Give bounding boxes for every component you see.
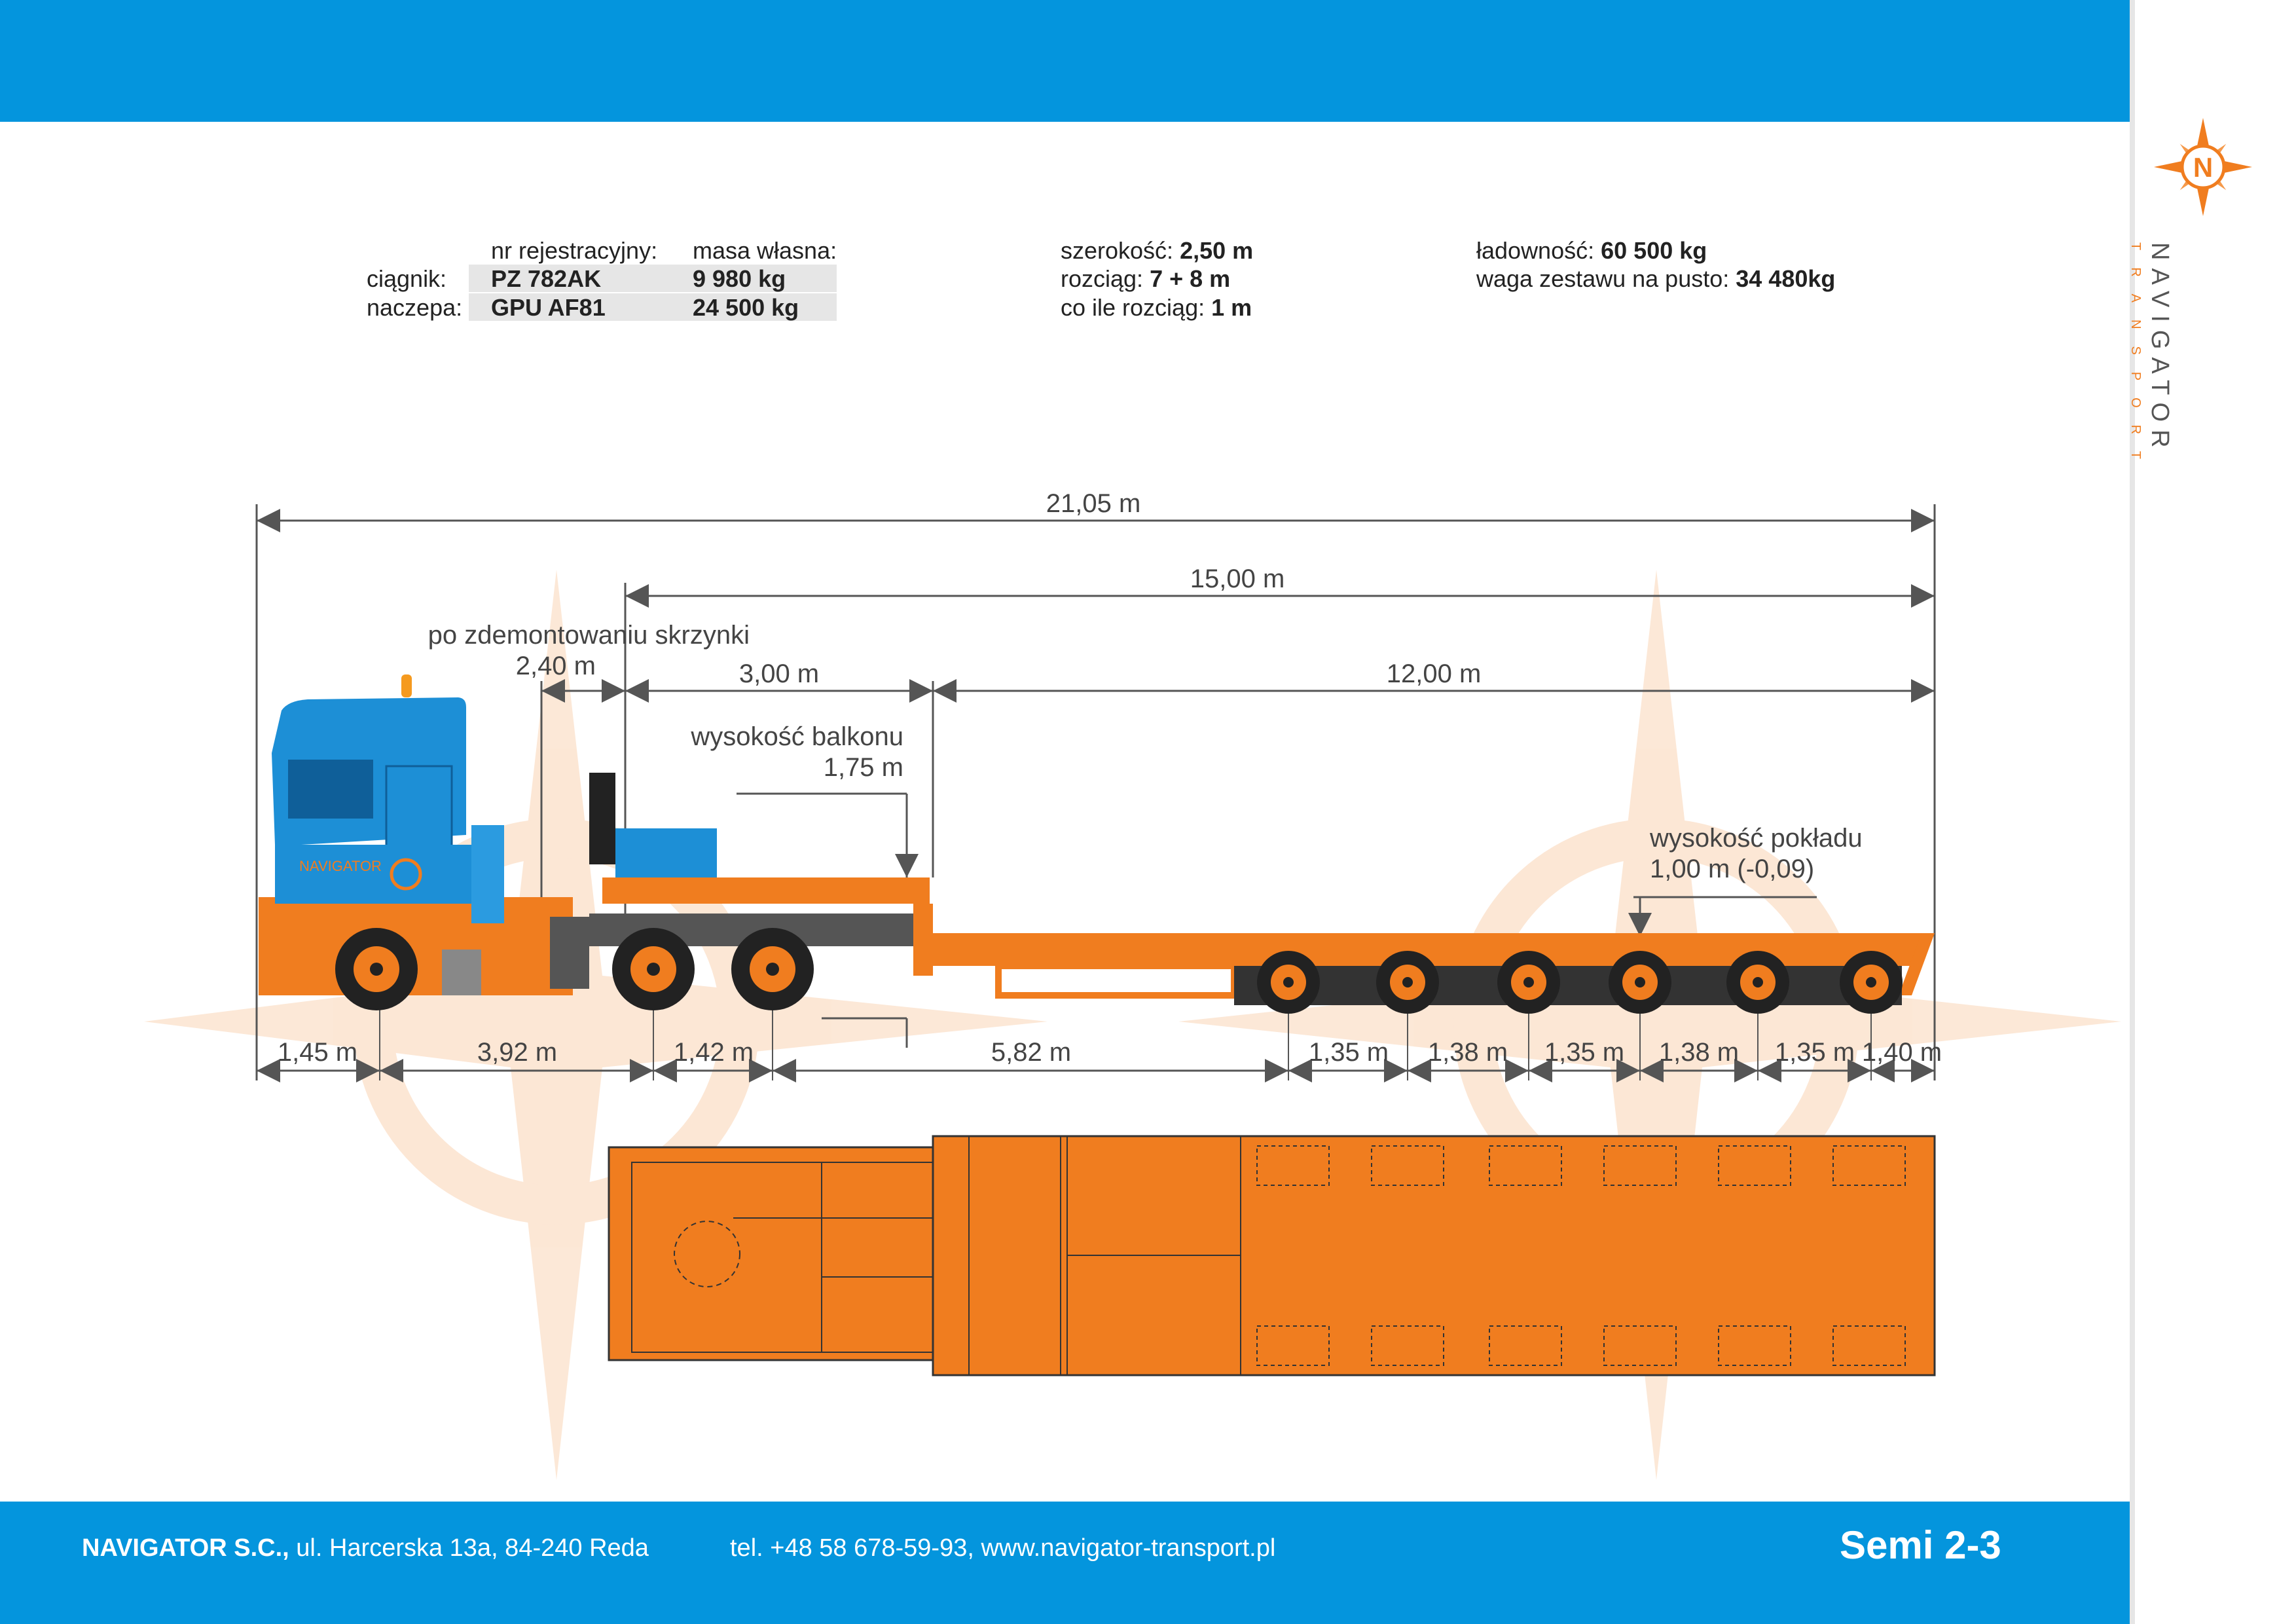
wheel <box>1840 951 1903 1014</box>
vehicle-diagram: 21,05 m 15,00 m po zdemontowaniu skrzynk… <box>144 489 2121 1480</box>
wheel <box>1376 951 1439 1014</box>
wheel <box>1497 951 1560 1014</box>
svg-text:N: N <box>2193 152 2213 183</box>
dim-total: 21,05 m <box>1046 489 1141 518</box>
dim-bottom-10: 1,40 m <box>1862 1038 1942 1067</box>
wheel <box>1257 951 1320 1014</box>
dim-bottom-7: 1,35 m <box>1544 1038 1624 1067</box>
tractor-label: ciągnik: <box>367 265 447 292</box>
balcony-label: wysokość balkonu <box>690 722 903 751</box>
wheel <box>335 928 418 1010</box>
extension-value: 7 + 8 m <box>1150 265 1231 292</box>
deck-height-value: 1,00 m (-0,09) <box>1650 855 1814 883</box>
trailer-gooseneck <box>589 773 933 976</box>
footer-contact: tel. +48 58 678-59-93, www.navigator-tra… <box>730 1534 1276 1562</box>
wheels <box>335 928 1903 1014</box>
compass-logo-icon: N <box>2154 118 2252 216</box>
footer-street: ul. Harcerska 13a, 84-240 Reda <box>296 1534 649 1562</box>
footer-company: NAVIGATOR S.C., <box>82 1534 289 1562</box>
header-bar <box>0 0 2130 122</box>
dim-bottom-6: 1,38 m <box>1428 1038 1508 1067</box>
dim-box: 2,40 m <box>516 652 596 680</box>
payload-value: 60 500 kg <box>1601 237 1707 264</box>
dim-bottom-9: 1,35 m <box>1775 1038 1855 1067</box>
dim-bottom-5: 1,35 m <box>1309 1038 1389 1067</box>
trailer-label: naczepa: <box>367 294 463 321</box>
watermark-left <box>144 570 1048 1480</box>
mass-header: masa własna: <box>693 237 837 264</box>
width-spec: szerokość: 2,50 m <box>1061 237 1253 265</box>
dim-bottom-3: 1,42 m <box>674 1038 754 1067</box>
dim-deck: 12,00 m <box>1387 659 1482 688</box>
payload-spec: ładowność: 60 500 kg <box>1476 237 1707 265</box>
empty-weight-value: 34 480kg <box>1736 265 1836 292</box>
trailer-mass: 24 500 kg <box>693 294 799 321</box>
brand-name: NAVIGATOR <box>2146 242 2174 456</box>
tractor-mass: 9 980 kg <box>693 265 786 292</box>
dim-bottom-1: 1,45 m <box>278 1038 357 1067</box>
empty-weight-label: waga zestawu na pusto: <box>1476 265 1730 292</box>
balcony-value: 1,75 m <box>824 753 903 782</box>
model-code: Semi 2-3 <box>1840 1523 2001 1567</box>
dim-bottom-4: 5,82 m <box>991 1038 1071 1067</box>
step-label: co ile rozciąg: <box>1061 294 1205 321</box>
dim-bottom-2: 3,92 m <box>477 1038 557 1067</box>
wheel <box>612 928 695 1010</box>
payload-label: ładowność: <box>1476 237 1595 264</box>
wheel <box>1726 951 1789 1014</box>
dim-bottom-8: 1,38 m <box>1659 1038 1739 1067</box>
brand-vertical: NAVIGATOR TRANSPORT <box>2128 242 2174 476</box>
width-value: 2,50 m <box>1180 237 1254 264</box>
brand-sub: TRANSPORT <box>2128 242 2143 476</box>
dim-trailer: 15,00 m <box>1190 564 1285 593</box>
trailer-row-bg <box>469 293 837 321</box>
footer-address: NAVIGATOR S.C., ul. Harcerska 13a, 84-24… <box>82 1534 649 1562</box>
step-value: 1 m <box>1211 294 1252 321</box>
empty-weight-spec: waga zestawu na pusto: 34 480kg <box>1476 265 1835 293</box>
width-label: szerokość: <box>1061 237 1174 264</box>
wheel <box>1609 951 1671 1014</box>
wheel <box>731 928 814 1010</box>
sidebar-divider <box>2130 0 2135 1624</box>
dim-box-note: po zdemontowaniu skrzynki <box>428 621 750 650</box>
step-spec: co ile rozciąg: 1 m <box>1061 294 1252 322</box>
extension-spec: rozciąg: 7 + 8 m <box>1061 265 1230 293</box>
tractor-reg: PZ 782AK <box>491 265 602 292</box>
trailer-reg: GPU AF81 <box>491 294 606 321</box>
trailer-top-view <box>608 1135 1936 1376</box>
tractor-row-bg <box>469 265 837 292</box>
cab-logo-text: NAVIGATOR <box>299 858 382 874</box>
extension-label: rozciąg: <box>1061 265 1144 292</box>
footer-bar <box>0 1502 2130 1624</box>
reg-header: nr rejestracyjny: <box>491 237 658 264</box>
dim-gooseneck: 3,00 m <box>739 659 819 688</box>
deck-height-label: wysokość pokładu <box>1649 824 1863 853</box>
